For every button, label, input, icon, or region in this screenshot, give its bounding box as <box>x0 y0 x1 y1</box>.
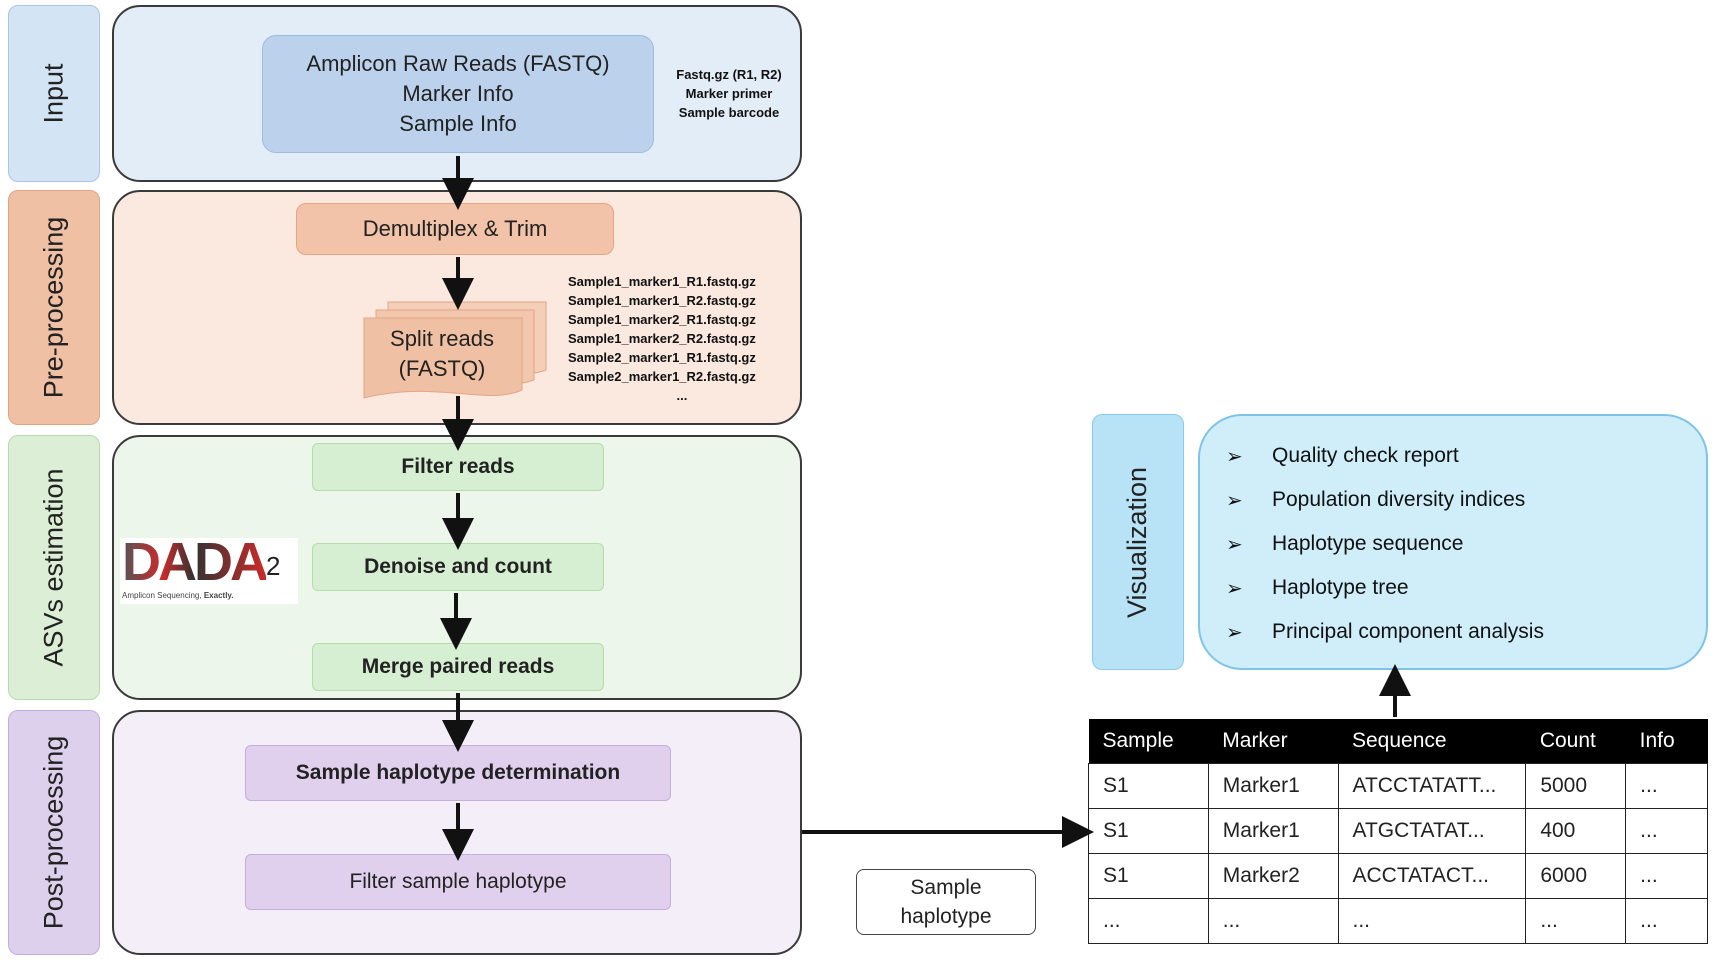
split-reads-label: Split reads (FASTQ) <box>364 320 520 388</box>
list-item: ➢ Haplotype tree <box>1226 566 1706 610</box>
arrow-bullet-icon: ➢ <box>1226 621 1243 644</box>
input-box: Amplicon Raw Reads (FASTQ) Marker Info S… <box>262 35 654 153</box>
sample-haplotype-line-2: haplotype <box>900 905 992 928</box>
split-file-more: ... <box>676 388 688 403</box>
table-cell: ... <box>1625 808 1708 854</box>
sample-haplotype-caption: Sample haplotype <box>856 869 1036 935</box>
split-files-list: Sample1_marker1_R1.fastq.gz Sample1_mark… <box>568 272 756 405</box>
merge-paired-label: Merge paired reads <box>361 655 555 678</box>
sample-haplotype-line-1: Sample <box>910 876 982 899</box>
dada2-logo-text: DADA <box>122 532 269 592</box>
stage-label-asv: ASVs estimation <box>8 435 100 700</box>
arrow-bullet-icon: ➢ <box>1226 577 1243 600</box>
table-cell: Marker1 <box>1207 763 1339 809</box>
haplotype-determination-label: Sample haplotype determination <box>295 761 621 784</box>
table-header-sample: Sample <box>1088 719 1209 764</box>
input-box-line-2: Marker Info <box>402 81 514 106</box>
table-cell: ATCCTATATT... <box>1337 763 1527 809</box>
table-cell: ... <box>1088 898 1209 944</box>
input-box-line-1: Amplicon Raw Reads (FASTQ) <box>306 51 610 76</box>
split-file-3: Sample1_marker2_R1.fastq.gz <box>568 312 756 327</box>
vis-item-label: Principal component analysis <box>1272 620 1544 643</box>
table-cell: 5000 <box>1525 763 1627 809</box>
list-item: ➢ Quality check report <box>1226 434 1706 478</box>
split-reads-line-1: Split reads <box>390 326 494 351</box>
table-cell: ... <box>1625 763 1708 809</box>
table-cell: ... <box>1207 898 1339 944</box>
filter-haplotype-box: Filter sample haplotype <box>245 854 671 910</box>
table-cell: 6000 <box>1525 853 1627 899</box>
split-file-1: Sample1_marker1_R1.fastq.gz <box>568 274 756 289</box>
table-cell: ... <box>1625 853 1708 899</box>
table-row: ... ... ... ... ... <box>1088 898 1708 944</box>
arrow-bullet-icon: ➢ <box>1226 533 1243 556</box>
table-header-row: Sample Marker Sequence Count Info <box>1088 719 1708 764</box>
demultiplex-trim-label: Demultiplex & Trim <box>362 216 548 241</box>
split-reads-stack <box>363 301 547 399</box>
vis-item-label: Population diversity indices <box>1272 488 1526 511</box>
list-item: ➢ Haplotype sequence <box>1226 522 1706 566</box>
filter-haplotype-label: Filter sample haplotype <box>349 870 567 893</box>
table-header-marker: Marker <box>1208 719 1338 764</box>
list-item: ➢ Population diversity indices <box>1226 478 1706 522</box>
input-note-line-2: Marker primer <box>685 86 773 101</box>
split-file-2: Sample1_marker1_R2.fastq.gz <box>568 293 756 308</box>
list-item: ➢ Principal component analysis <box>1226 610 1706 654</box>
haplotype-table: Sample Marker Sequence Count Info S1 Mar… <box>1088 719 1708 944</box>
filter-reads-box: Filter reads <box>312 443 604 491</box>
dada2-logo-sup: 2 <box>266 551 281 581</box>
table-header-sequence: Sequence <box>1338 719 1526 764</box>
stage-label-input: Input <box>8 5 100 182</box>
arrow-bullet-icon: ➢ <box>1226 445 1243 468</box>
vis-item-label: Haplotype sequence <box>1272 532 1464 555</box>
table-row: S1 Marker1 ATCCTATATT... 5000 ... <box>1088 763 1708 809</box>
split-file-5: Sample2_marker1_R1.fastq.gz <box>568 350 756 365</box>
stage-label-preprocessing: Pre-processing <box>8 190 100 425</box>
vis-item-label: Haplotype tree <box>1272 576 1409 599</box>
denoise-count-label: Denoise and count <box>364 555 552 578</box>
stage-label-postprocessing: Post-processing <box>8 710 100 955</box>
dada2-logo: DADA2 Amplicon Sequencing, Exactly. <box>120 532 298 604</box>
split-file-6: Sample2_marker1_R2.fastq.gz <box>568 369 756 384</box>
input-box-line-3: Sample Info <box>399 111 517 136</box>
dada2-tagline-a: Amplicon Sequencing, <box>122 591 202 600</box>
dada2-tagline-b: Exactly. <box>203 591 234 600</box>
haplotype-determination-box: Sample haplotype determination <box>245 745 671 801</box>
arrow-bullet-icon: ➢ <box>1226 489 1243 512</box>
input-note-line-3: Sample barcode <box>678 105 780 120</box>
merge-paired-box: Merge paired reads <box>312 643 604 691</box>
table-cell: S1 <box>1088 808 1209 854</box>
stage-label-visualization: Visualization <box>1092 414 1184 670</box>
split-file-4: Sample1_marker2_R2.fastq.gz <box>568 331 756 346</box>
vis-item-label: Quality check report <box>1272 444 1459 467</box>
visualization-panel: ➢ Quality check report ➢ Population dive… <box>1198 414 1708 670</box>
table-header-info: Info <box>1625 719 1708 764</box>
dada2-logo-wordmark: DADA2 <box>122 532 281 592</box>
table-row: S1 Marker1 ATGCTATAT... 400 ... <box>1088 808 1708 854</box>
table-header-count: Count <box>1525 719 1626 764</box>
table-cell: ACCTATACT... <box>1337 853 1527 899</box>
table-cell: ... <box>1337 898 1527 944</box>
filter-reads-label: Filter reads <box>401 455 515 478</box>
table-cell: ... <box>1625 898 1708 944</box>
table-cell: S1 <box>1088 763 1209 809</box>
split-reads-line-2: (FASTQ) <box>398 356 486 381</box>
table-cell: ... <box>1525 898 1627 944</box>
input-note: Fastq.gz (R1, R2) Marker primer Sample b… <box>664 65 794 122</box>
dada2-logo-tagline: Amplicon Sequencing, Exactly. <box>122 591 234 600</box>
denoise-count-box: Denoise and count <box>312 543 604 591</box>
table-cell: 400 <box>1525 808 1627 854</box>
input-note-line-1: Fastq.gz (R1, R2) <box>676 67 782 82</box>
